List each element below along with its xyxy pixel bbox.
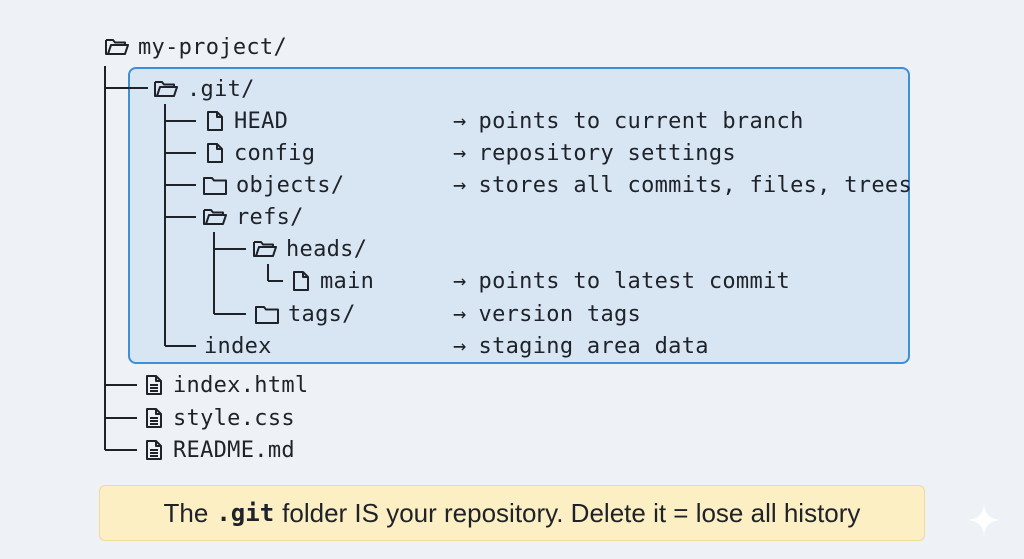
file-text-icon xyxy=(143,439,165,461)
folder-open-icon xyxy=(153,78,179,100)
tree-item-label: main xyxy=(320,268,375,294)
banner-suffix: folder IS your repository. Delete it = l… xyxy=(282,497,861,528)
tree-item-label: refs/ xyxy=(236,204,304,230)
file-text-icon xyxy=(143,407,165,429)
callout-banner: The .git folder IS your repository. Dele… xyxy=(99,485,925,541)
file-icon xyxy=(290,270,312,292)
arrow-icon: → xyxy=(453,172,467,198)
arrow-icon: → xyxy=(453,333,467,359)
tree-item-refs[interactable]: refs/ xyxy=(202,202,304,232)
tree-item-label: config xyxy=(234,140,316,166)
head-description: → points to current branch xyxy=(453,106,804,136)
banner-code: .git xyxy=(216,499,275,527)
description-text: staging area data xyxy=(478,333,709,359)
tree-item-heads[interactable]: heads/ xyxy=(252,234,367,264)
tree-item-head[interactable]: HEAD xyxy=(204,106,288,136)
sparkle-icon xyxy=(968,504,1000,536)
description-text: repository settings xyxy=(478,140,736,166)
index-description: → staging area data xyxy=(453,331,709,361)
arrow-icon: → xyxy=(453,268,467,294)
arrow-icon: → xyxy=(453,140,467,166)
tree-item-label: index.html xyxy=(173,372,309,398)
description-text: points to latest commit xyxy=(478,268,791,294)
arrow-icon: → xyxy=(453,301,467,327)
config-description: → repository settings xyxy=(453,138,736,168)
tree-item-index[interactable]: index xyxy=(204,331,272,361)
tree-item-label: README.md xyxy=(173,437,295,463)
tree-item-tags[interactable]: tags/ xyxy=(254,299,356,329)
folder-icon xyxy=(254,303,280,325)
folder-open-icon xyxy=(202,206,228,228)
folder-open-icon xyxy=(252,238,278,260)
objects-description: → stores all commits, files, trees xyxy=(453,170,912,200)
file-icon xyxy=(204,142,226,164)
tree-item-objects[interactable]: objects/ xyxy=(202,170,344,200)
tree-item-style-css[interactable]: style.css xyxy=(143,403,295,433)
folder-icon xyxy=(202,174,228,196)
tree-item-my-project[interactable]: my-project/ xyxy=(104,32,287,62)
arrow-icon: → xyxy=(453,108,467,134)
tree-item-label: .git/ xyxy=(187,76,255,102)
tree-item-git[interactable]: .git/ xyxy=(153,74,255,104)
tree-item-label: heads/ xyxy=(286,236,368,262)
tree-item-label: tags/ xyxy=(288,301,356,327)
file-icon xyxy=(204,110,226,132)
description-text: points to current branch xyxy=(478,108,804,134)
tree-item-label: my-project/ xyxy=(138,34,287,60)
description-text: version tags xyxy=(478,301,642,327)
tags-description: → version tags xyxy=(453,299,641,329)
tree-item-label: style.css xyxy=(173,405,295,431)
description-text: stores all commits, files, trees xyxy=(478,172,912,198)
tree-item-label: HEAD xyxy=(234,108,289,134)
tree-item-label: objects/ xyxy=(236,172,345,198)
tree-item-label: index xyxy=(204,333,272,359)
git-folder-highlight xyxy=(128,67,910,364)
file-text-icon xyxy=(143,374,165,396)
tree-item-index-html[interactable]: index.html xyxy=(143,370,308,400)
folder-open-icon xyxy=(104,36,130,58)
tree-item-readme[interactable]: README.md xyxy=(143,435,295,465)
banner-prefix: The xyxy=(163,497,209,528)
tree-item-main[interactable]: main xyxy=(290,266,374,296)
tree-item-config[interactable]: config xyxy=(204,138,315,168)
main-description: → points to latest commit xyxy=(453,266,790,296)
